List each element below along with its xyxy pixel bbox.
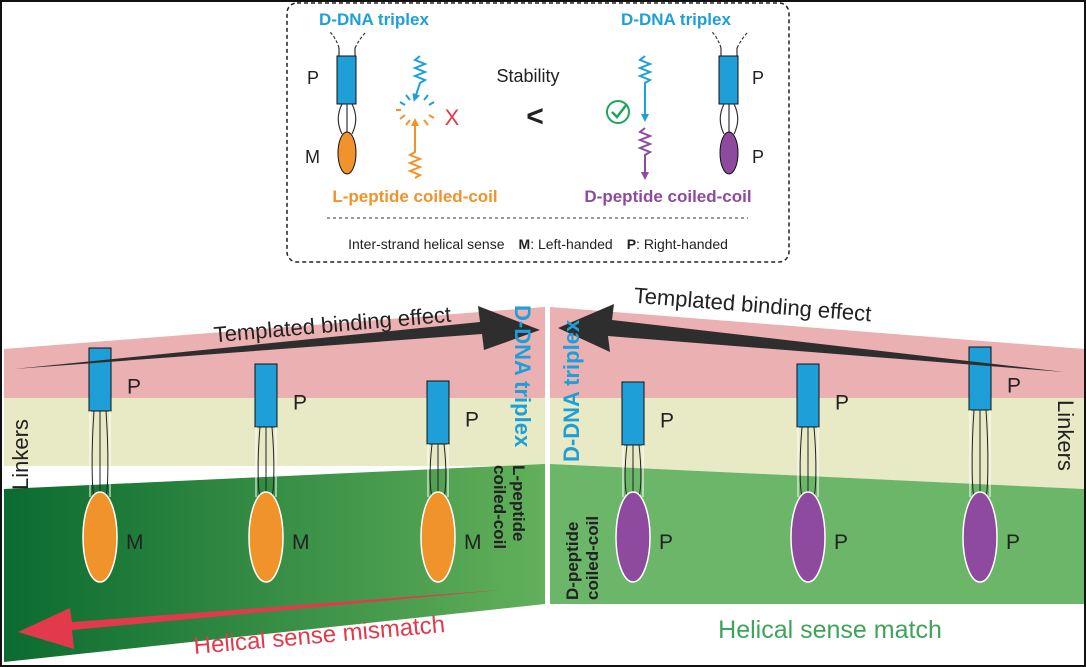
- right-linkers-label: Linkers: [1053, 400, 1078, 471]
- legend-less-than: <: [526, 100, 544, 133]
- right-dna-sense-1: P: [660, 410, 674, 433]
- right-peptide-sense-3: P: [1006, 531, 1020, 554]
- left-linker-outline-1: [89, 411, 111, 497]
- legend-right-peptide-arrow: [637, 127, 653, 180]
- left-dna-box-3: [426, 380, 450, 445]
- left-peptide-sense-2: M: [292, 531, 310, 554]
- legend-right-caption: D-peptide coiled-coil: [584, 187, 751, 206]
- right-linkers-3: [971, 409, 989, 498]
- right-linker-outline-2: [797, 427, 819, 497]
- left-linkers-2: [257, 426, 275, 498]
- legend-left-peptide-arrow: [407, 118, 423, 179]
- left-unit-1: PM: [82, 347, 144, 583]
- legend-left-dna-arrow: [412, 55, 428, 102]
- right-dna-sense-3: P: [1007, 375, 1021, 398]
- legend-right-dna-arrow: [637, 55, 653, 112]
- legend-left-strand-b: [354, 31, 367, 49]
- left-peptide-3: [420, 491, 456, 583]
- left-dna-label: D-DNA triplex: [510, 305, 535, 448]
- right-linker-outline-3: [969, 410, 991, 497]
- left-peptide-2: [248, 491, 284, 583]
- right-peptide-label-2: coiled-coil: [583, 516, 602, 600]
- right-dna-box-2: [796, 363, 820, 428]
- legend-left-dna-box: [336, 55, 357, 105]
- legend-sense-p-text: : Right-handed: [636, 236, 728, 252]
- left-unit-3: PM: [420, 380, 482, 583]
- right-templated-arrow: [558, 304, 1064, 372]
- legend-left-caption: L-peptide coiled-coil: [332, 187, 497, 206]
- left-dna-box-1: [88, 347, 112, 412]
- left-dna-sense-3: P: [465, 409, 479, 432]
- legend-clash-burst-orange: [396, 109, 435, 126]
- legend-sense-m-text: : Left-handed: [530, 236, 613, 252]
- right-peptide-3: [962, 491, 998, 583]
- right-dna-box-3: [968, 346, 992, 411]
- left-linker-outline-2: [255, 427, 277, 497]
- left-linker-outline-3: [427, 444, 449, 497]
- left-peptide-sense-1: M: [126, 531, 144, 554]
- legend-box: [286, 2, 790, 263]
- left-unit-2: PM: [248, 363, 310, 583]
- match-label: Helical sense match: [718, 616, 942, 644]
- legend-right-dna-box: [718, 55, 739, 105]
- legend-left-peptide: [337, 131, 357, 175]
- legend-sense-m-key: M: [519, 236, 531, 252]
- legend-stability-label: Stability: [496, 66, 559, 86]
- right-linkers-2: [799, 426, 817, 498]
- legend-x-mark: X: [445, 105, 460, 130]
- right-peptide-sense-2: P: [834, 531, 848, 554]
- left-templated-arrow: [14, 306, 540, 369]
- legend-sense-prefix: Inter-strand helical sense: [348, 236, 505, 252]
- right-unit-1: PP: [615, 381, 674, 583]
- right-peptide-2: [790, 491, 826, 583]
- legend-left-title: D-DNA triplex: [319, 10, 429, 29]
- right-dna-sense-2: P: [835, 392, 849, 415]
- left-peptide-1: [82, 491, 118, 583]
- right-linker-outline-1: [622, 445, 644, 497]
- legend-left-p: P: [307, 68, 319, 88]
- mismatch-arrow: [18, 590, 500, 649]
- left-dna-sense-2: P: [293, 392, 307, 415]
- left-peptide-label-1: L-peptide: [509, 465, 528, 542]
- right-dna-label: D-DNA triplex: [559, 319, 584, 462]
- legend-sense-line: Inter-strand helical sense M: Left-handed…: [348, 236, 728, 252]
- left-linkers-1: [91, 410, 109, 498]
- right-peptide-sense-1: P: [659, 531, 673, 554]
- legend-check-icon: [606, 100, 630, 124]
- legend-left-linkers: [337, 103, 357, 135]
- left-dna-sense-1: P: [127, 376, 141, 399]
- legend-left-unit: [329, 31, 367, 175]
- left-peptide-sense-3: M: [464, 531, 482, 554]
- right-peptide-1: [615, 491, 651, 583]
- legend-right-unit: [711, 31, 749, 175]
- left-dna-box-2: [254, 363, 278, 428]
- right-peptide-label-1: D-peptide: [563, 522, 582, 600]
- legend-right-title: D-DNA triplex: [621, 10, 731, 29]
- left-linkers-label: Linkers: [8, 419, 33, 490]
- right-dna-box-1: [621, 381, 645, 446]
- legend-sense-p-key: P: [627, 236, 636, 252]
- legend-clash-burst: [399, 94, 435, 106]
- right-unit-2: PP: [790, 363, 849, 583]
- legend-left-strand-a: [329, 31, 340, 49]
- left-peptide-label-2: coiled-coil: [490, 465, 509, 549]
- legend-right-p-top: P: [752, 68, 764, 88]
- legend-left-m: M: [305, 147, 320, 167]
- legend-right-p-bottom: P: [752, 147, 764, 167]
- legend-right-peptide: [719, 131, 739, 175]
